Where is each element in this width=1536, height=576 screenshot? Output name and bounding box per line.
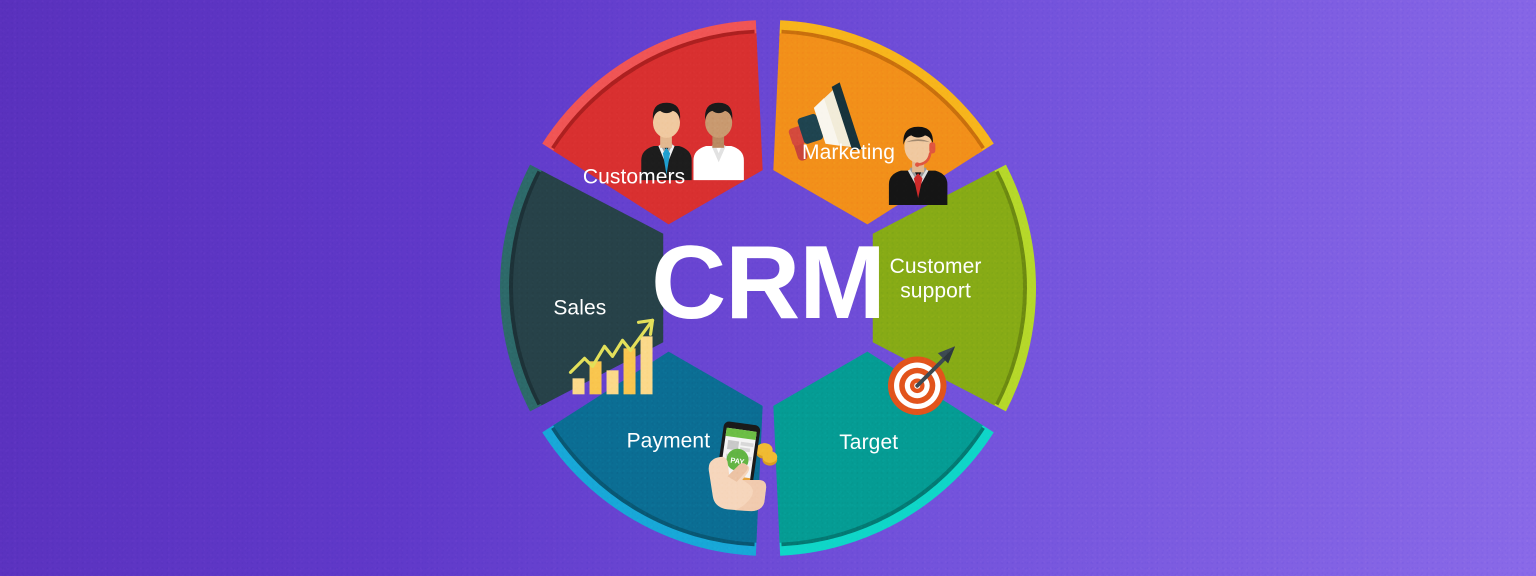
segment-label-marketing: Marketing (802, 141, 895, 164)
wheel-segment-payment[interactable] (542, 351, 763, 556)
segment-label-payment: Payment (627, 429, 711, 452)
segment-label-customers: Customers (583, 165, 685, 188)
segment-body[interactable] (553, 351, 763, 543)
segment-label-sales: Sales (553, 296, 606, 319)
wheel-segment-customer-support[interactable] (872, 164, 1036, 412)
center-title: CRM (651, 225, 885, 341)
segment-body[interactable] (872, 170, 1023, 406)
segment-edge-arc (989, 164, 1036, 412)
segment-edge-arc (500, 164, 547, 412)
segment-label-target: Target (839, 431, 898, 454)
